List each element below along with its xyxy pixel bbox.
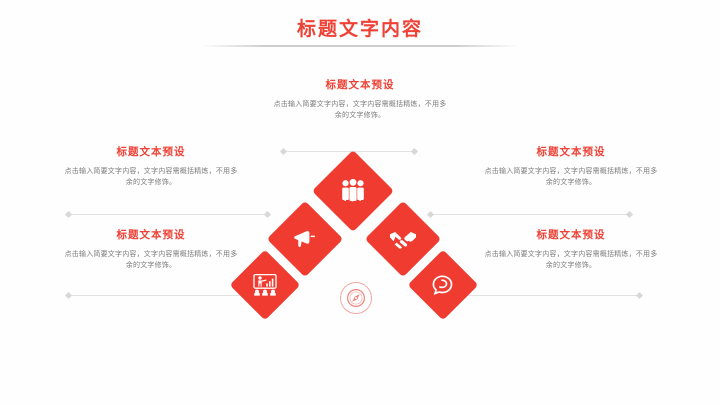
text-block-top: 标题文本预设 点击输入简要文字内容，文字内容需概括精炼，不用多余的文字修饰。	[267, 78, 453, 121]
title-area: 标题文字内容	[0, 18, 720, 42]
right-lower-connector	[444, 291, 644, 300]
top-connector	[279, 147, 419, 156]
handshake-icon	[389, 228, 417, 250]
text-block-body: 点击输入简要文字内容，文字内容需概括精炼，不用多余的文字修饰。	[64, 251, 238, 269]
connector-marker-right	[625, 210, 634, 219]
diamond-cluster	[229, 149, 480, 330]
left-upper-connector	[64, 210, 272, 219]
megaphone-icon	[293, 229, 317, 249]
connector-marker-left	[64, 291, 73, 300]
center-badge	[340, 282, 372, 314]
text-block-heading: 标题文本预设	[536, 146, 606, 158]
text-block-left-upper: 标题文本预设 点击输入简要文字内容，文字内容需概括精炼，不用多余的文字修饰。	[58, 145, 244, 188]
presentation-training-icon	[252, 273, 278, 297]
text-block-body: 点击输入简要文字内容，文字内容需概括精炼，不用多余的文字修饰。	[484, 168, 658, 186]
diamond-bottom-left[interactable]	[229, 249, 301, 321]
title-divider	[200, 45, 520, 47]
diamond-mid-left[interactable]	[266, 200, 344, 278]
connector-marker-left	[64, 210, 73, 219]
text-block-body: 点击输入简要文字内容，文字内容需概括精炼，不用多余的文字修饰。	[273, 101, 447, 119]
diamond-top[interactable]	[311, 149, 395, 233]
diamond-mid-right[interactable]	[364, 200, 442, 278]
text-block-heading: 标题文本预设	[116, 229, 186, 241]
text-block-body: 点击输入简要文字内容，文字内容需概括精炼，不用多余的文字修饰。	[64, 168, 238, 186]
page-title: 标题文字内容	[296, 19, 423, 40]
diamond-bottom-right[interactable]	[407, 249, 479, 321]
compass-icon	[345, 287, 367, 309]
text-block-right-lower: 标题文本预设 点击输入简要文字内容，文字内容需概括精炼，不用多余的文字修饰。	[478, 228, 664, 271]
connector-marker-right	[635, 291, 644, 300]
text-block-right-upper: 标题文本预设 点击输入简要文字内容，文字内容需概括精炼，不用多余的文字修饰。	[478, 145, 664, 188]
group-people-icon	[340, 179, 366, 203]
right-upper-connector	[426, 210, 634, 219]
text-block-heading: 标题文本预设	[325, 79, 395, 91]
text-block-heading: 标题文本预设	[536, 229, 606, 241]
text-block-body: 点击输入简要文字内容，文字内容需概括精炼，不用多余的文字修饰。	[484, 251, 658, 269]
left-lower-connector	[64, 291, 264, 300]
speech-bubble-icon	[431, 274, 455, 296]
text-block-left-lower: 标题文本预设 点击输入简要文字内容，文字内容需概括精炼，不用多余的文字修饰。	[58, 228, 244, 271]
text-block-heading: 标题文本预设	[116, 146, 186, 158]
